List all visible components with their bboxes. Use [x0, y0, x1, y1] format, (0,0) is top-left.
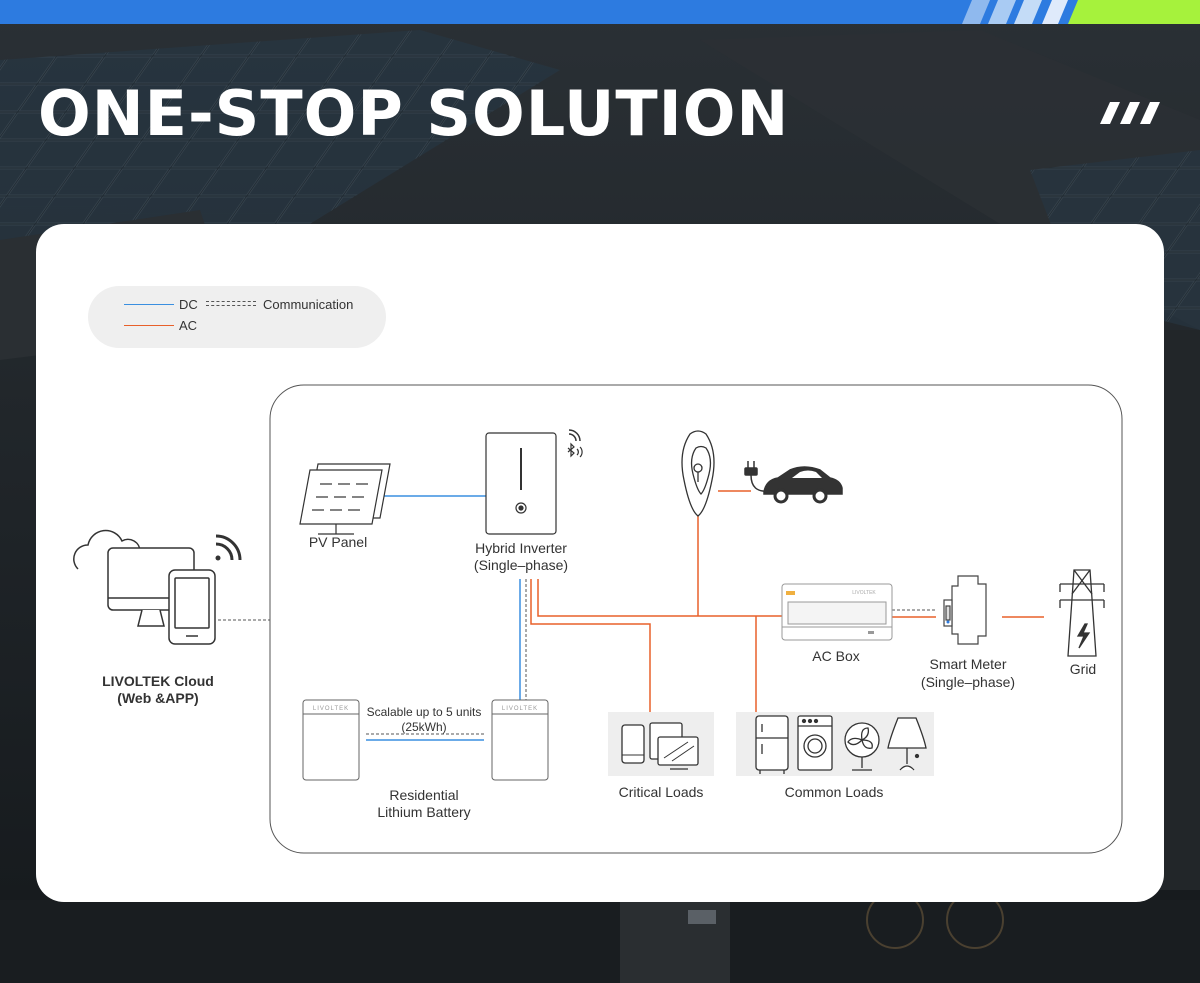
pv-panel-icon — [299, 463, 391, 535]
legend-dc-label: DC — [179, 297, 198, 312]
ac-line-inverter-critical — [530, 579, 651, 712]
washing-machine-icon — [797, 715, 833, 771]
battery-scalable-line1: Scalable up to 5 units — [366, 705, 482, 719]
battery-label-line1: Residential — [389, 787, 459, 803]
cloud-devices-icon — [73, 529, 242, 645]
battery-left-icon — [302, 699, 360, 781]
car-icon — [744, 461, 843, 504]
cloud-label-line1: LIVOLTEK Cloud — [102, 673, 214, 689]
system-boundary — [269, 384, 1123, 854]
fan-icon — [844, 722, 880, 771]
smart-meter-icon — [943, 575, 987, 645]
top-accent-bar — [0, 0, 1200, 24]
page-title: ONE-STOP SOLUTION — [38, 77, 790, 150]
battery-label-line2: Lithium Battery — [377, 804, 471, 820]
energy-system-diagram: LIVOLTEK — [73, 384, 1123, 854]
grid-tower-icon — [1059, 569, 1105, 657]
fridge-icon — [755, 715, 789, 774]
cloud-label-line2: (Web &APP) — [117, 690, 199, 706]
legend-dc-line — [124, 304, 174, 305]
ac-line-inverter-acbox — [537, 579, 782, 617]
ac-box-brand: LIVOLTEK — [852, 590, 876, 596]
smart-meter-label-line1: Smart Meter — [929, 656, 1007, 672]
grid-label: Grid — [1069, 661, 1097, 677]
battery-left-brand: LIVOLTEK — [313, 706, 349, 712]
common-loads-icon — [736, 712, 934, 776]
legend-ac-label: AC — [179, 318, 198, 333]
battery-right-icon — [491, 699, 549, 781]
battery-right-brand: LIVOLTEK — [502, 706, 538, 712]
smart-meter-label-line2: (Single–phase) — [920, 674, 1016, 690]
battery-scalable-line2: (25kWh) — [401, 720, 447, 734]
legend-communication-line — [206, 301, 256, 306]
ac-box-icon — [781, 583, 893, 641]
inverter-label-line2: (Single–phase) — [473, 557, 569, 573]
legend: DC Communication AC — [88, 286, 386, 348]
common-loads-label: Common Loads — [784, 784, 884, 800]
ev-charger-icon — [681, 430, 715, 517]
diagram-card: DC Communication AC — [36, 224, 1164, 902]
legend-communication-label: Communication — [263, 297, 354, 312]
inverter-label-line1: Hybrid Inverter — [475, 540, 567, 556]
pv-panel-label: PV Panel — [308, 534, 368, 550]
critical-loads-icon — [608, 712, 714, 776]
critical-loads-label: Critical Loads — [618, 784, 704, 800]
hybrid-inverter-icon — [485, 429, 583, 535]
lamp-icon — [887, 717, 927, 771]
slash-decoration-icon — [1100, 102, 1160, 124]
ac-box-label: AC Box — [812, 648, 860, 664]
legend-ac-line — [124, 325, 174, 326]
